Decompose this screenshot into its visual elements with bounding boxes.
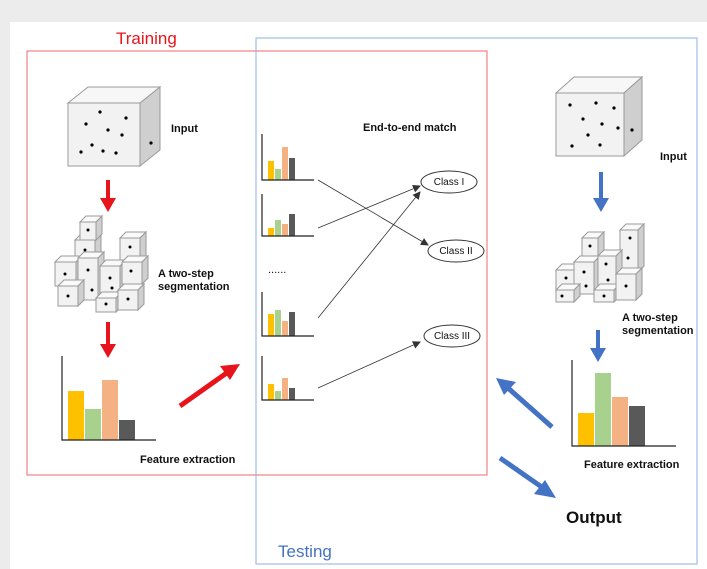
segmentation-label-left: A two-step segmentation xyxy=(158,268,230,293)
class-ii-label: Class II xyxy=(439,246,473,257)
output-label: Output xyxy=(566,508,622,527)
segment-points-right xyxy=(560,236,632,298)
testing-arrow-to-histograms xyxy=(496,378,554,429)
histogram-bar xyxy=(612,397,628,446)
training-arrow-diagonal xyxy=(178,364,240,409)
class-iii-label: Class III xyxy=(433,331,471,342)
feature-histogram-right xyxy=(571,360,676,447)
histogram-small-4 xyxy=(261,356,314,401)
training-title: Training xyxy=(116,29,177,48)
training-arrow-down-1 xyxy=(100,180,116,212)
histogram-axes xyxy=(261,356,314,401)
match-arrows xyxy=(317,179,429,389)
histogram-bar xyxy=(578,413,594,446)
histogram-bar xyxy=(268,228,274,236)
histogram-bar xyxy=(102,380,118,440)
histogram-bar xyxy=(289,388,295,400)
histogram-bar xyxy=(282,378,288,400)
histogram-axes xyxy=(571,360,676,447)
histogram-bar xyxy=(275,310,281,336)
histogram-bar xyxy=(289,158,295,180)
training-arrow-down-2 xyxy=(100,322,116,358)
histogram-axes xyxy=(261,134,314,181)
input-cube-icon-right xyxy=(554,75,644,158)
feature-histogram-left xyxy=(61,356,156,441)
feature-label-right: Feature extraction xyxy=(584,459,680,471)
input-cube-icon xyxy=(66,85,162,168)
histogram-axes xyxy=(261,194,314,237)
testing-title: Testing xyxy=(278,542,332,561)
segmented-cubes-icon-right xyxy=(554,222,646,304)
histogram-bar xyxy=(275,220,281,236)
feature-label-left: Feature extraction xyxy=(140,454,236,466)
histogram-bar xyxy=(595,373,611,446)
testing-arrow-down-2 xyxy=(590,330,606,362)
histogram-bar xyxy=(282,224,288,236)
histogram-bar xyxy=(289,312,295,336)
segmented-cubes-icon-left xyxy=(53,214,150,314)
histogram-bar xyxy=(119,420,135,440)
histogram-bar xyxy=(289,214,295,236)
histogram-bar xyxy=(275,169,281,180)
class-i-label: Class I xyxy=(433,177,465,188)
histogram-axes xyxy=(61,356,156,441)
histogram-bar xyxy=(268,161,274,180)
histogram-bar xyxy=(275,391,281,400)
match-title: End-to-end match xyxy=(363,122,457,134)
testing-arrow-down-1 xyxy=(593,172,609,212)
segmentation-label-right: A two-step segmentation xyxy=(622,312,694,337)
histogram-bar xyxy=(629,406,645,446)
testing-region-box xyxy=(255,37,698,565)
segment-points-left xyxy=(63,228,133,306)
histogram-bar xyxy=(282,147,288,180)
histogram-axes xyxy=(261,292,314,337)
histogram-bar xyxy=(282,321,288,336)
histogram-small-1 xyxy=(261,134,314,181)
training-region-box xyxy=(26,50,488,476)
class-iii-ellipse xyxy=(423,324,481,348)
histogram-bar xyxy=(268,384,274,400)
histogram-bar xyxy=(85,409,101,440)
testing-arrow-to-output xyxy=(498,455,556,498)
histogram-small-2 xyxy=(261,194,314,237)
input-label-left: Input xyxy=(171,123,198,135)
input-label-right: Input xyxy=(660,151,687,163)
class-i-ellipse xyxy=(420,170,478,194)
class-ii-ellipse xyxy=(427,239,485,263)
histogram-small-3 xyxy=(261,292,314,337)
histogram-bar xyxy=(268,314,274,336)
histogram-bar xyxy=(68,391,84,440)
ellipsis-label: ...... xyxy=(268,264,287,276)
